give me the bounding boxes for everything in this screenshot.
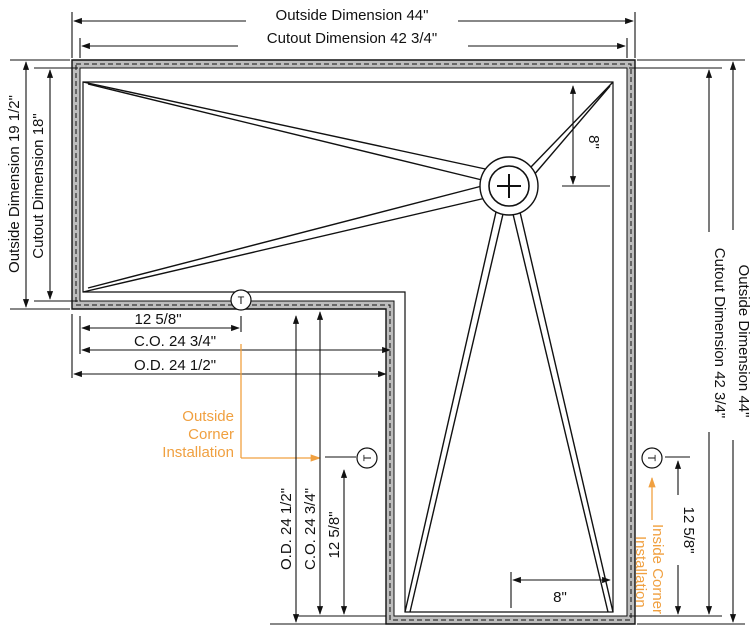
- inside-corner-note: Inside Corner Installation: [632, 476, 666, 614]
- outside-corner-note: Outside Corner Installation: [162, 344, 322, 462]
- od-vertical-label: O.D. 24 1/2": [278, 488, 295, 570]
- drain-offset-vertical-label: 8": [585, 135, 602, 149]
- cutout-left-height-label: Cutout Dimension 18": [30, 113, 47, 258]
- threshold-marker-left: T: [356, 447, 378, 469]
- svg-text:Inside Corner: Inside Corner: [649, 524, 666, 614]
- drain-offset-horizontal-label: 8": [553, 589, 567, 606]
- right-threshold-dimension: 12 5/8" T: [641, 447, 697, 615]
- svg-text:T: T: [238, 295, 245, 307]
- svg-text:Installation: Installation: [162, 444, 234, 461]
- shower-base: [71, 59, 636, 625]
- od-horizontal-label: O.D. 24 1/2": [134, 357, 216, 374]
- left-dimensions: Outside Dimension 19 1/2" Cutout Dimensi…: [6, 59, 78, 310]
- cutout-width-label: Cutout Dimension 42 3/4": [267, 30, 437, 47]
- cutout-right-height-label: Cutout Dimension 42 3/4": [711, 248, 728, 418]
- outside-width-label: Outside Dimension 44": [276, 7, 429, 24]
- svg-text:T: T: [645, 455, 657, 462]
- co-horizontal-label: C.O. 24 3/4": [134, 333, 216, 350]
- lower-vertical-dimensions: O.D. 24 1/2" C.O. 24 3/4" 12 5/8" T: [270, 308, 386, 625]
- outside-right-height-label: Outside Dimension 44": [735, 265, 752, 418]
- drain-icon: [479, 156, 539, 216]
- drain-offset-vertical: 8": [562, 85, 610, 187]
- right-dimensions: Outside Dimension 44" Cutout Dimension 4…: [629, 59, 752, 625]
- threshold-right-label: 12 5/8": [680, 506, 697, 553]
- top-dimensions: Outside Dimension 44" Cutout Dimension 4…: [71, 6, 636, 58]
- drain-offset-horizontal: 8": [510, 572, 611, 608]
- svg-text:Outside: Outside: [182, 408, 234, 425]
- threshold-marker-top: T: [230, 289, 252, 311]
- svg-text:T: T: [362, 454, 374, 461]
- outside-left-height-label: Outside Dimension 19 1/2": [6, 95, 23, 273]
- threshold-marker-right: T: [641, 447, 663, 469]
- svg-text:Corner: Corner: [188, 426, 234, 443]
- co-vertical-label: C.O. 24 3/4": [302, 488, 319, 570]
- cutout-line: [75, 63, 632, 621]
- lower-left-dimensions: 12 5/8" C.O. 24 3/4" O.D. 24 1/2" T: [71, 289, 391, 378]
- threshold-vertical-label: 12 5/8": [326, 511, 343, 558]
- svg-text:Installation: Installation: [632, 536, 649, 608]
- slope-lines: [82, 81, 614, 613]
- threshold-horizontal-label: 12 5/8": [134, 311, 181, 328]
